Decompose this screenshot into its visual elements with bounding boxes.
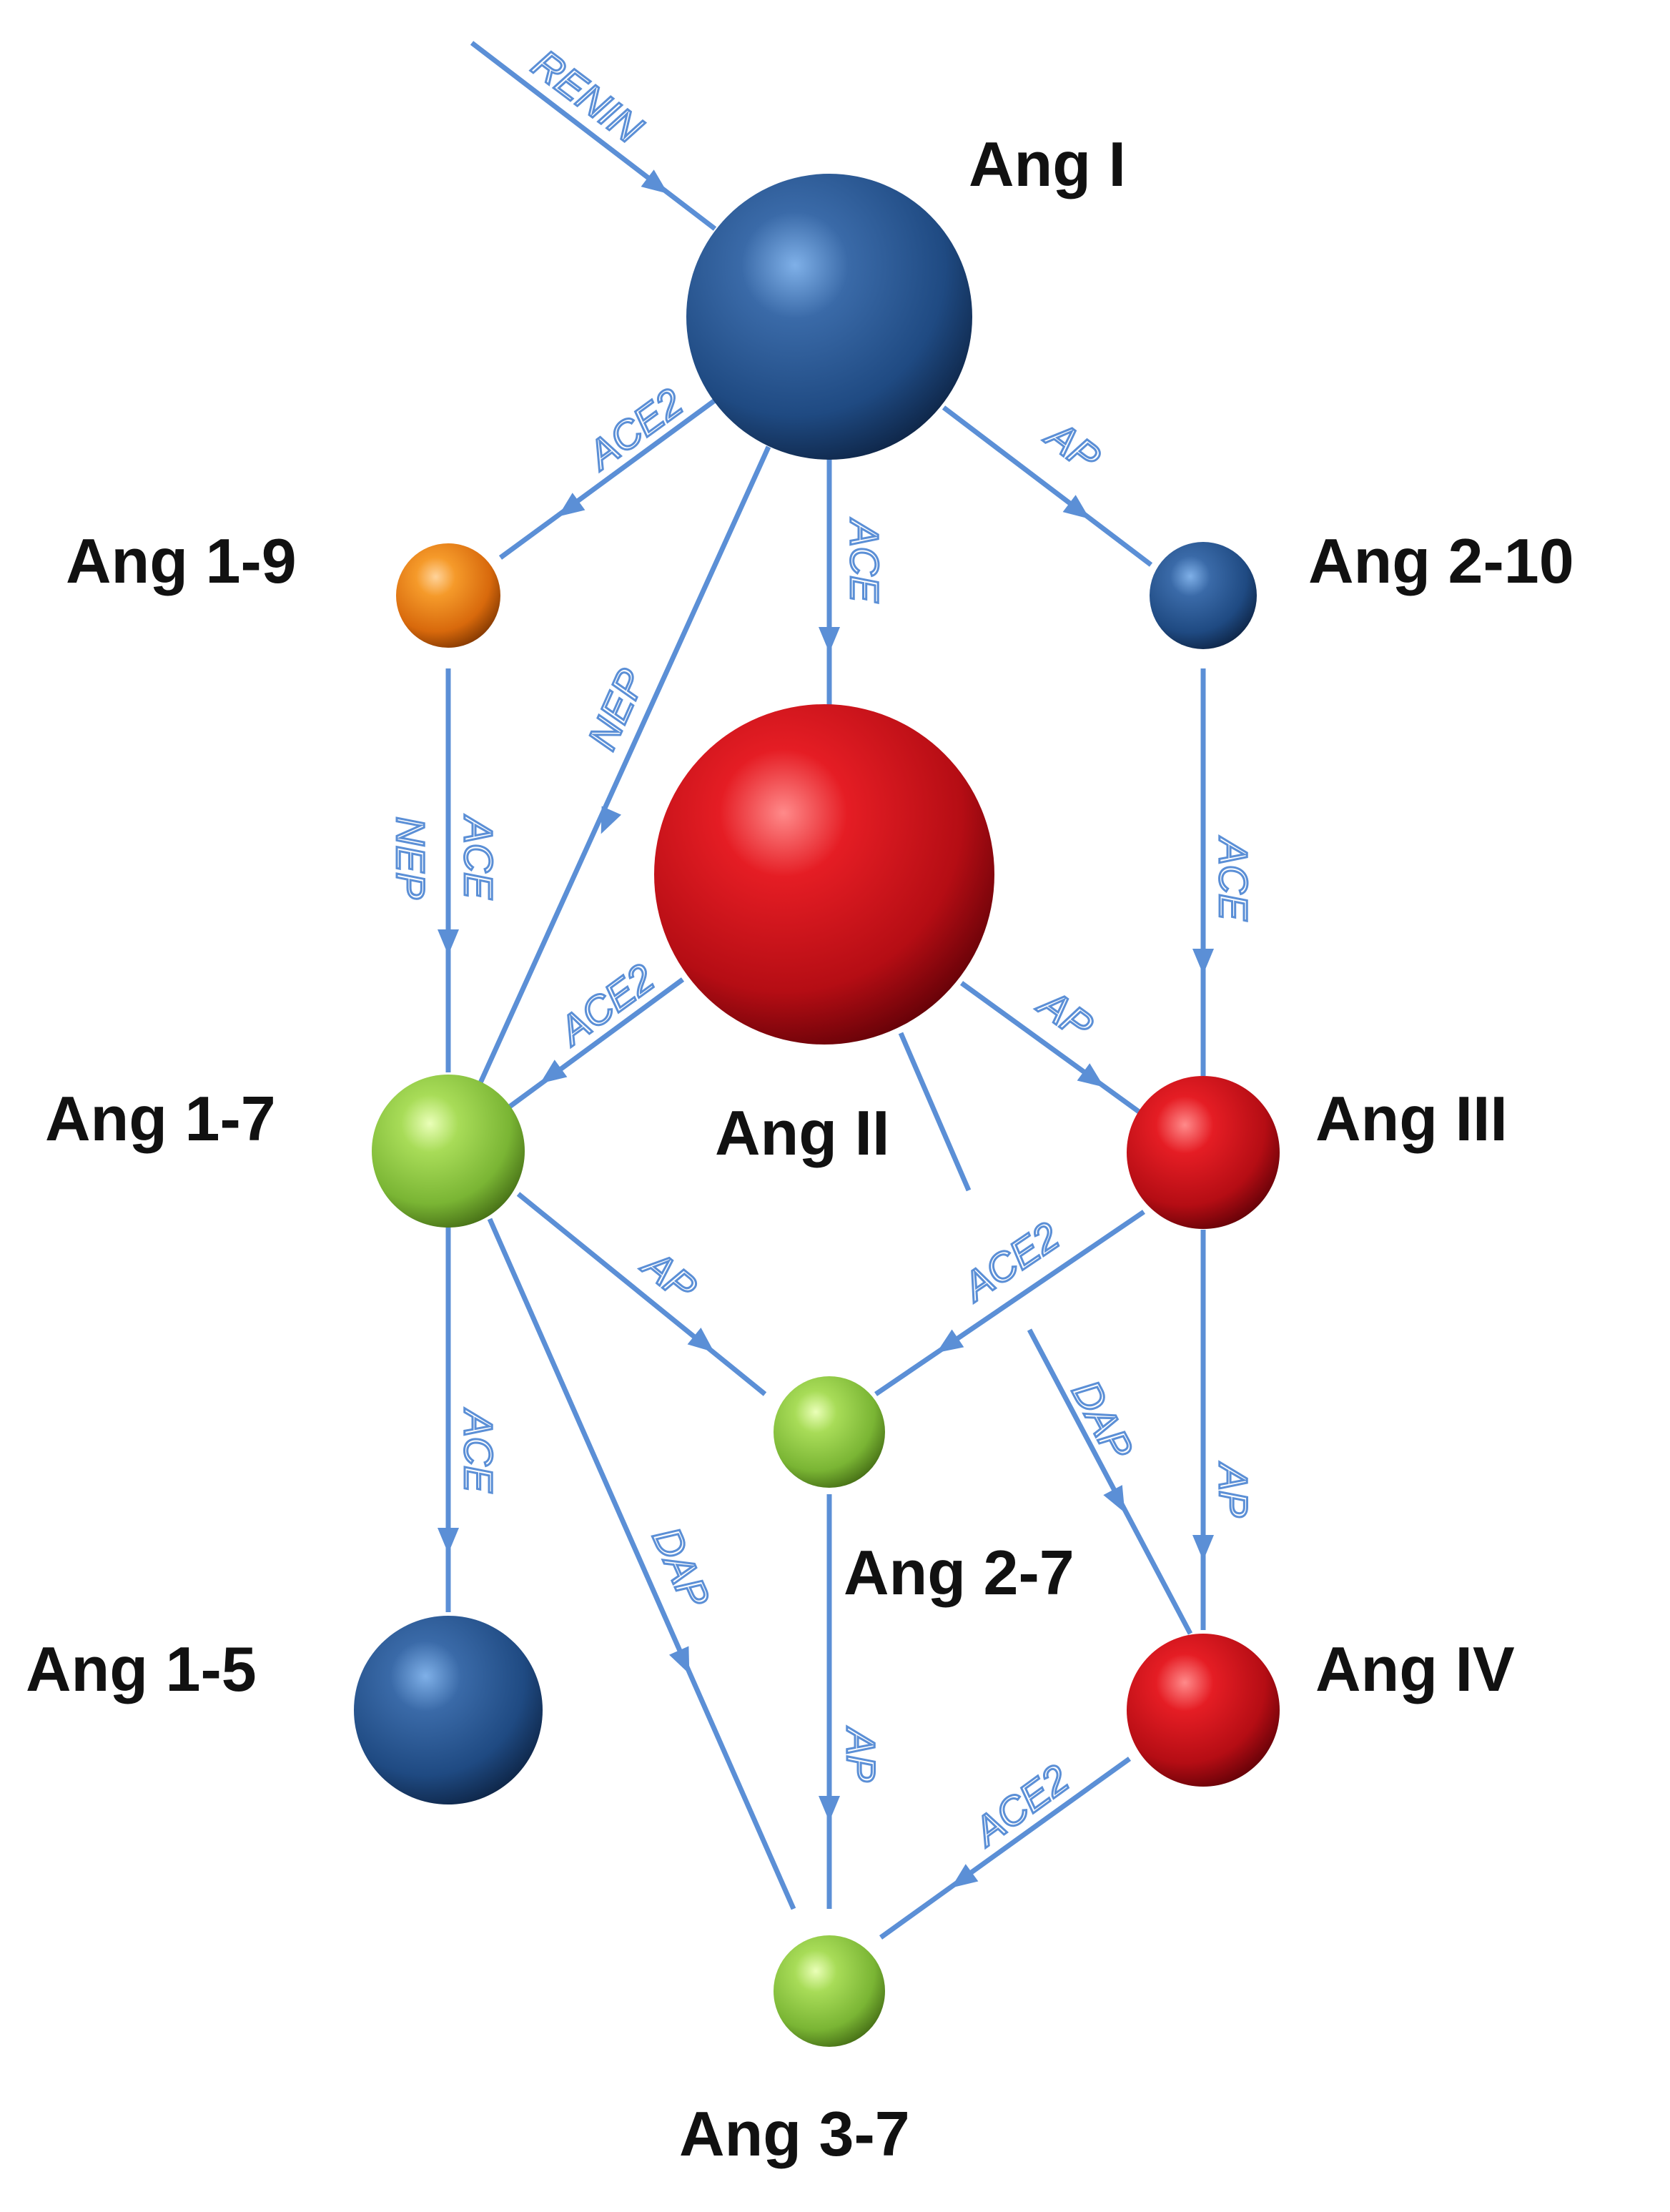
node-label-ang-i: Ang I	[969, 129, 1126, 199]
arrowhead-renin	[641, 169, 668, 194]
node-label-ang-1-9: Ang 1-9	[66, 525, 297, 596]
edge-ang-iii-to-ang-2-7	[874, 1210, 1145, 1396]
edge-ang-ii-to-ang-iii	[959, 981, 1146, 1117]
edge-ang-i-to-ang-1-9	[498, 398, 717, 560]
enzyme-label-ap-ang-3-7: AP	[839, 1727, 884, 1782]
enzyme-label-ap-ang-2-7: AP	[633, 1240, 705, 1310]
arrowhead-ap-ang-2-10	[1062, 495, 1090, 519]
arrowhead-ap-ang-3-7	[819, 1796, 840, 1822]
node-label-ang-iv: Ang IV	[1315, 1634, 1515, 1704]
sphere-ang-2-7	[774, 1376, 885, 1488]
enzyme-label-ap-ang-iv: AP	[1211, 1462, 1256, 1518]
arrowhead-ace2-ang-3-7	[951, 1864, 979, 1888]
node-label-ang-ii: Ang II	[715, 1097, 889, 1168]
node-label-ang-2-7: Ang 2-7	[844, 1537, 1074, 1608]
arrowhead-ap-ang-iv	[1192, 1535, 1214, 1561]
enzyme-label-ace-ang-1-9-to-1-7: ACE	[456, 814, 501, 899]
edge-ang-ii-to-ang-iv-lower	[1027, 1328, 1193, 1635]
node-label-ang-1-5: Ang 1-5	[26, 1634, 257, 1704]
arrowhead-ap-ang-iii	[1077, 1063, 1105, 1087]
arrowhead-ace-nep-ang-1-7	[438, 929, 459, 955]
arrowhead-nep-ang-1-7	[601, 806, 622, 834]
edge-ang-ii-to-ang-1-7	[505, 977, 685, 1110]
arrowhead-ace2-ang-2-7	[937, 1329, 964, 1353]
enzyme-label-ap-ang-2-10: AP	[1037, 411, 1109, 480]
edge-ang-1-7-to-ang-3-7	[487, 1218, 796, 1910]
edge-renin-to-ang-i	[470, 41, 717, 231]
sphere-ang-1-5	[354, 1616, 543, 1804]
edge-ang-1-7-to-ang-2-7	[516, 1192, 767, 1396]
enzyme-label-ace-ang-1-5: ACE	[456, 1408, 501, 1493]
node-labels-layer: Ang I Ang 1-9 Ang 2-10 Ang II Ang 1-7 An…	[26, 129, 1574, 2169]
enzyme-label-ace-ang-iii: ACE	[1211, 836, 1256, 921]
sphere-ang-1-9	[396, 543, 500, 648]
enzyme-label-nep-ang-1-7: NEP	[579, 663, 653, 756]
arrowhead-ace2-ang-1-9	[558, 493, 586, 517]
sphere-ang-iii	[1127, 1076, 1280, 1229]
arrowhead-dap-ang-3-7	[668, 1646, 690, 1674]
edge-ang-iv-to-ang-3-7	[879, 1757, 1132, 1940]
sphere-ang-2-10	[1150, 542, 1257, 649]
edge-ang-i-to-ang-1-7	[473, 445, 771, 1095]
node-label-ang-1-7: Ang 1-7	[45, 1083, 276, 1154]
sphere-ang-iv	[1127, 1634, 1280, 1787]
sphere-ang-ii	[654, 704, 994, 1045]
arrowhead-ace-ang-1-5	[438, 1528, 459, 1554]
arrowhead-ap-ang-2-7	[687, 1328, 714, 1353]
nodes-layer	[354, 174, 1280, 2047]
arrowhead-ace-ang-iii	[1192, 949, 1214, 974]
edge-ang-ii-to-ang-iv-upper	[898, 1032, 972, 1192]
enzyme-label-ace2-ang-2-7: ACE2	[953, 1213, 1067, 1310]
enzyme-label-nep-ang-1-9-to-1-7: NEP	[388, 816, 433, 899]
edge-ang-i-to-ang-2-10	[942, 405, 1153, 567]
arrowhead-ace2-ang-1-7	[540, 1060, 568, 1084]
node-label-ang-iii: Ang III	[1315, 1083, 1508, 1154]
sphere-ang-3-7	[774, 1935, 885, 2047]
arrowhead-ace-ang-ii	[819, 627, 840, 653]
node-label-ang-3-7: Ang 3-7	[679, 2098, 910, 2169]
enzyme-label-ace-ang-ii: ACE	[842, 518, 887, 603]
arrowhead-dap-ang-iv	[1103, 1485, 1125, 1513]
arrowheads-layer	[438, 169, 1214, 1888]
sphere-ang-1-7	[372, 1075, 525, 1228]
sphere-ang-i	[686, 174, 972, 460]
node-label-ang-2-10: Ang 2-10	[1308, 525, 1574, 596]
